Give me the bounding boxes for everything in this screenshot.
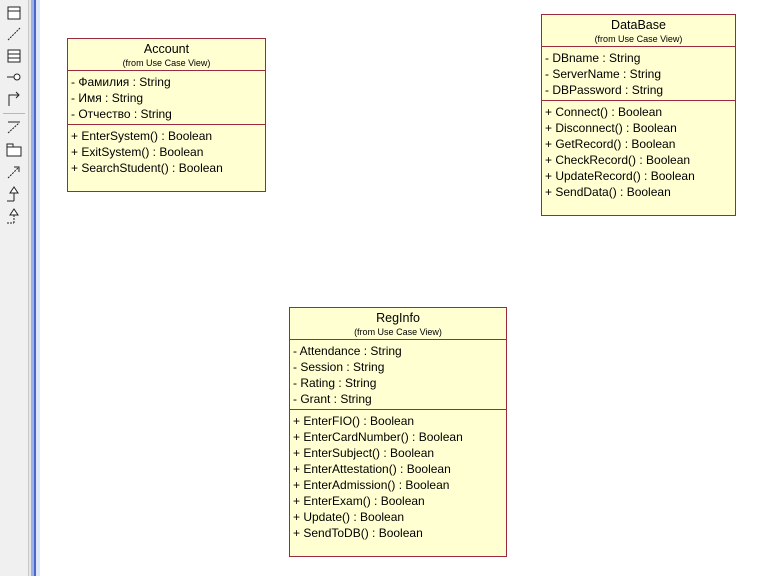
operation-row[interactable]: + UpdateRecord() : Boolean (545, 169, 695, 183)
attribute-row[interactable]: - ServerName : String (545, 67, 662, 81)
operation-row[interactable]: + EnterFIO() : Boolean (293, 414, 415, 428)
class-reginfo[interactable]: RegInfo (from Use Case View) - Attendanc… (289, 307, 507, 557)
class-operations: + Connect() : Boolean + Disconnect() : B… (542, 100, 735, 202)
attribute-row[interactable]: - Attendance : String (293, 344, 402, 358)
attribute-row[interactable]: - Grant : String (293, 392, 372, 406)
operation-row[interactable]: + EnterSystem() : Boolean (71, 129, 213, 143)
attribute-row[interactable]: - Имя : String (71, 91, 144, 105)
class-database[interactable]: DataBase (from Use Case View) - DBname :… (541, 14, 736, 216)
class-name: Account (143, 42, 190, 56)
class-attributes: - Attendance : String - Session : String… (290, 340, 506, 409)
realization-tool-icon[interactable] (5, 185, 23, 203)
operation-row[interactable]: + EnterCardNumber() : Boolean (293, 430, 463, 444)
package-tool-icon[interactable] (5, 141, 23, 159)
operation-row[interactable]: + EnterAttestation() : Boolean (293, 462, 451, 476)
class-tool-icon[interactable] (5, 4, 23, 22)
operation-row[interactable]: + GetRecord() : Boolean (545, 137, 676, 151)
class-name: DataBase (611, 18, 666, 32)
attribute-row[interactable]: - DBname : String (545, 51, 641, 65)
interface-lollipop-tool-icon[interactable] (5, 68, 23, 86)
dashed-dependency-tool-icon[interactable] (5, 207, 23, 225)
class-package-note: (from Use Case View) (122, 58, 211, 68)
attribute-row[interactable]: - Отчество : String (71, 107, 172, 121)
splitter-right (36, 0, 40, 576)
class-attributes: - Фамилия : String - Имя : String - Отче… (68, 71, 265, 124)
operation-row[interactable]: + ExitSystem() : Boolean (71, 145, 204, 159)
attribute-row[interactable]: - Rating : String (293, 376, 377, 390)
attribute-row[interactable]: - DBPassword : String (545, 83, 664, 97)
operation-row[interactable]: + SendData() : Boolean (545, 185, 671, 199)
class-account[interactable]: Account (from Use Case View) - Фамилия :… (67, 38, 266, 192)
toolbar-separator (3, 113, 25, 114)
splitter-left (29, 0, 31, 576)
association-line-tool-icon[interactable] (5, 25, 23, 43)
dependency-tool-icon[interactable] (5, 90, 23, 108)
operation-row[interactable]: + EnterExam() : Boolean (293, 494, 425, 508)
class-operations: + EnterFIO() : Boolean + EnterCardNumber… (290, 409, 506, 543)
operation-row[interactable]: + Disconnect() : Boolean (545, 121, 677, 135)
class-header: RegInfo (from Use Case View) (290, 308, 506, 340)
splitter-bar[interactable] (34, 0, 36, 576)
class-package-note: (from Use Case View) (594, 34, 683, 44)
class-attributes: - DBname : String - ServerName : String … (542, 47, 735, 100)
class-name: RegInfo (376, 311, 420, 325)
class-operations: + EnterSystem() : Boolean + ExitSystem()… (68, 124, 265, 178)
operation-row[interactable]: + SendToDB() : Boolean (293, 526, 423, 540)
operation-row[interactable]: + CheckRecord() : Boolean (545, 153, 691, 167)
stacked-class-tool-icon[interactable] (5, 47, 23, 65)
splitter-highlight (31, 0, 34, 576)
generalization-tool-icon[interactable] (5, 118, 23, 136)
operation-row[interactable]: + EnterSubject() : Boolean (293, 446, 435, 460)
operation-row[interactable]: + EnterAdmission() : Boolean (293, 478, 450, 492)
class-header: Account (from Use Case View) (68, 39, 265, 71)
attribute-row[interactable]: - Session : String (293, 360, 385, 374)
directed-association-tool-icon[interactable] (5, 163, 23, 181)
operation-row[interactable]: + SearchStudent() : Boolean (71, 161, 223, 175)
operation-row[interactable]: + Connect() : Boolean (545, 105, 663, 119)
attribute-row[interactable]: - Фамилия : String (71, 75, 171, 89)
class-header: DataBase (from Use Case View) (542, 15, 735, 47)
diagram-toolbox (0, 0, 29, 576)
operation-row[interactable]: + Update() : Boolean (293, 510, 405, 524)
class-package-note: (from Use Case View) (354, 327, 442, 337)
